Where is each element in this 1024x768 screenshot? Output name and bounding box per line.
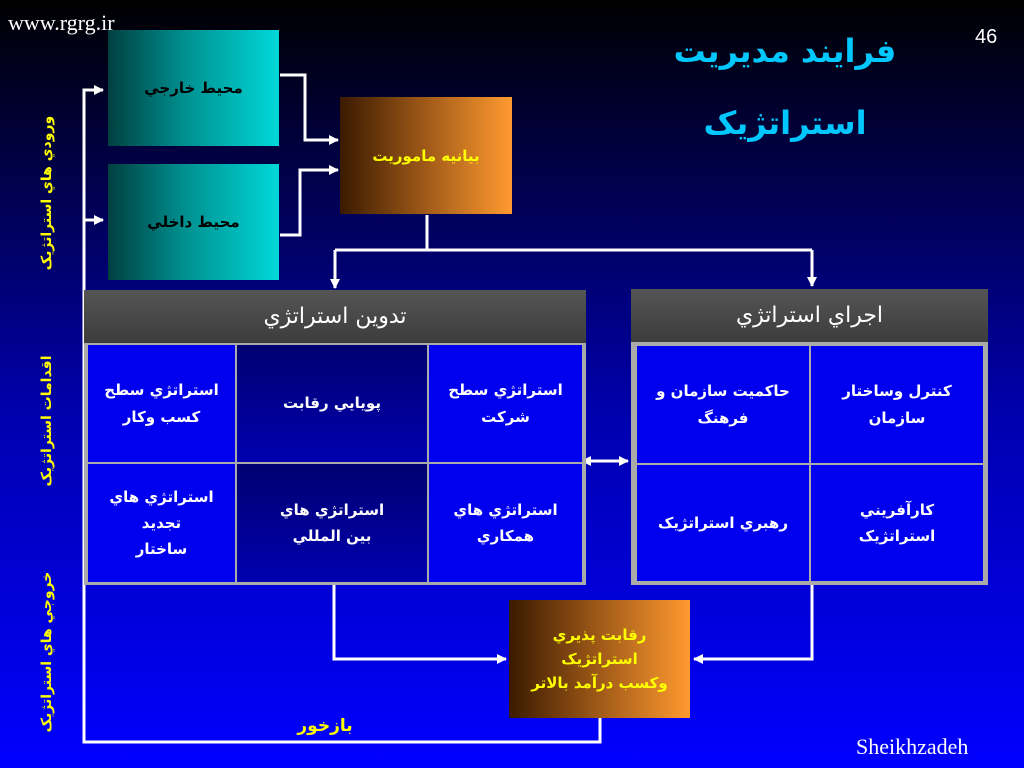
mission-statement-label: بيانيه ماموريت xyxy=(372,146,480,165)
arrow-external-to-mission xyxy=(280,73,339,145)
internal-environment-box: محيط داخلي xyxy=(108,164,279,280)
cell-strategic-entrepreneurship: کارآفريني استراتژيک xyxy=(811,465,983,581)
implementation-panel-header: اجراي استراتژي xyxy=(631,289,988,342)
internal-environment-label: محيط داخلي xyxy=(147,213,240,231)
cell-international-strategies: استراتژي هاي بين المللي xyxy=(237,464,427,582)
cell-business-level-strategy: استراتژي سطح کسب وکار xyxy=(88,345,235,462)
feedback-label: بازخور xyxy=(297,716,353,736)
strategic-outputs-label: خروجي هاي استراتژيک xyxy=(39,571,55,733)
mission-statement-box: بيانيه ماموريت xyxy=(340,97,512,214)
strategic-competitiveness-box: رقابت پذيري استراتژيک وکسب درآمد بالاتر xyxy=(509,600,690,718)
formulation-title: تدوين استراتژي xyxy=(263,304,407,329)
cell-corporate-level-strategy: استراتژي سطح شرکت xyxy=(429,345,582,462)
slide-title-line1: فرايند مديريت xyxy=(673,32,897,70)
arrow-implementation-to-outcome xyxy=(693,585,814,664)
formulation-panel-header: تدوين استراتژي xyxy=(84,290,586,343)
cell-corporate-governance-culture: حاکميت سازمان و فرهنگ xyxy=(637,346,809,463)
slide-title-line2: استراتژيک xyxy=(703,104,867,142)
slide-number: 46 xyxy=(975,26,998,48)
formulation-grid: استراتژي سطح کسب وکار پويايي رقابت استرا… xyxy=(88,345,582,582)
cell-restructuring-strategies: استراتژي هاي تجديد ساختار xyxy=(88,464,235,582)
strategic-competitiveness-label: رقابت پذيري استراتژيک وکسب درآمد بالاتر xyxy=(531,626,668,692)
cell-competitive-dynamics: پويايي رقابت xyxy=(237,345,427,462)
feedback-loop-line xyxy=(82,85,602,744)
external-environment-box: محيط خارجي xyxy=(108,30,279,146)
implementation-grid: حاکميت سازمان و فرهنگ کنترل وساختار سازم… xyxy=(637,346,983,581)
strategic-actions-label: اقدامات استراتژيک xyxy=(39,355,55,487)
author-credit: Sheikhzadeh xyxy=(856,734,969,759)
website-url: www.rgrg.ir xyxy=(8,10,115,35)
cell-strategic-leadership: رهبري استراتژيک xyxy=(637,465,809,581)
external-environment-label: محيط خارجي xyxy=(144,79,243,97)
strategic-inputs-label: ورودي هاي استراتژيک xyxy=(39,115,55,271)
cell-structure-and-control: کنترل وساختار سازمان xyxy=(811,346,983,463)
formulation-panel: تدوين استراتژي استراتژي سطح کسب وکار پوي… xyxy=(84,290,586,585)
implementation-title: اجراي استراتژي xyxy=(735,303,884,328)
implementation-panel: اجراي استراتژي حاکميت سازمان و فرهنگ کنت… xyxy=(631,289,988,585)
arrow-internal-to-mission xyxy=(280,165,339,237)
arrow-formulation-to-outcome xyxy=(332,585,507,664)
cell-cooperative-strategies: استراتژي هاي همکاري xyxy=(429,464,582,582)
